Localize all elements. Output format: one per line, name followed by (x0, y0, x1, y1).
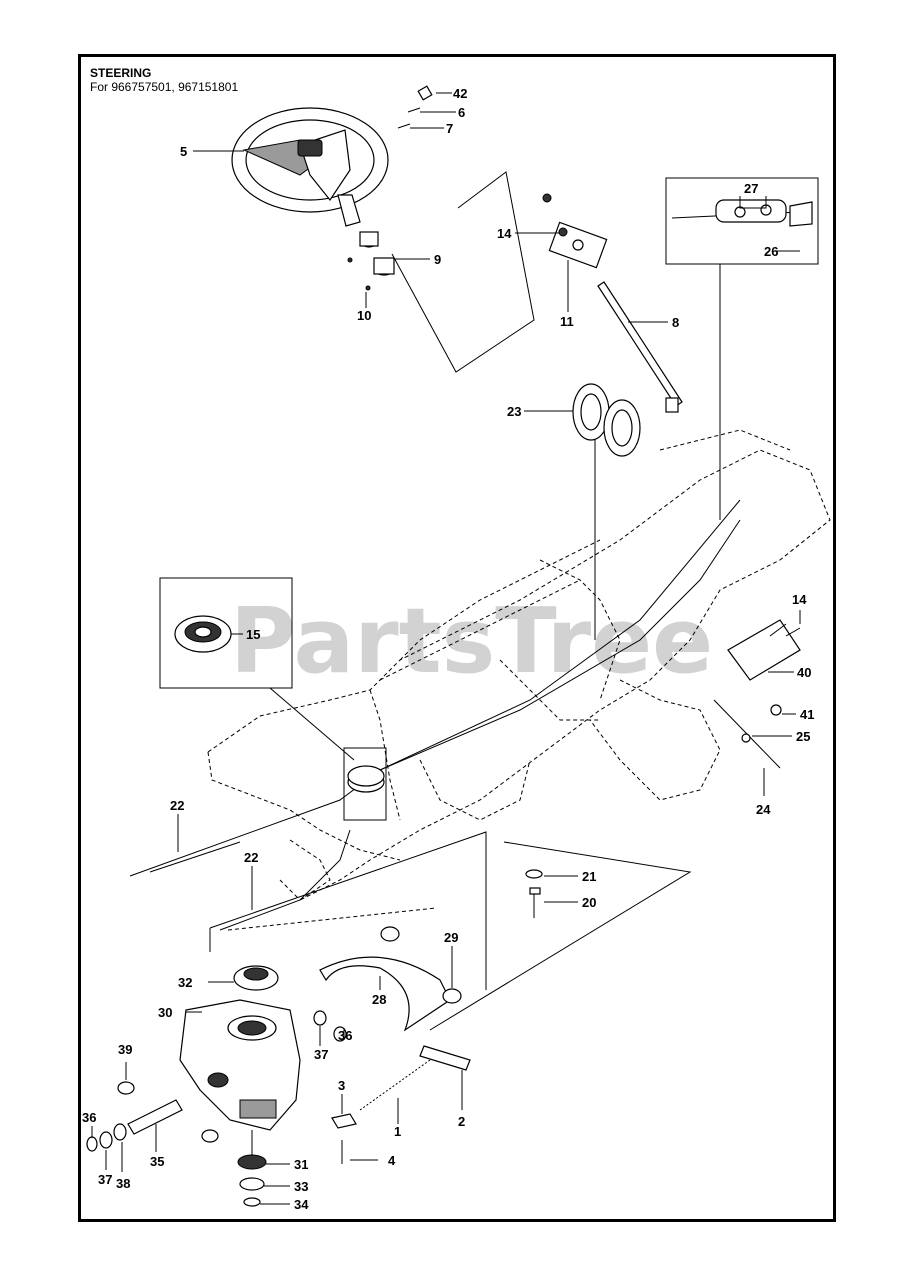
callout-8: 8 (672, 315, 679, 330)
callout-36-upper: 36 (338, 1028, 352, 1043)
callout-42: 42 (453, 86, 467, 101)
callout-6: 6 (458, 105, 465, 120)
pulley-pair-23 (572, 383, 641, 457)
callout-35: 35 (150, 1154, 164, 1169)
callout-22-upper: 22 (170, 798, 184, 813)
callout-23: 23 (507, 404, 521, 419)
callout-2: 2 (458, 1114, 465, 1129)
callout-7: 7 (446, 121, 453, 136)
callout-11: 11 (560, 314, 574, 329)
steering-wheel (231, 107, 389, 227)
spring-1 (359, 1059, 431, 1111)
diagram-title: STEERING (90, 66, 152, 80)
callout-21: 21 (582, 869, 596, 884)
callout-37-lower: 37 (98, 1172, 112, 1187)
pin-10 (365, 285, 371, 291)
callout-4: 4 (388, 1153, 396, 1168)
callout-41: 41 (800, 707, 814, 722)
callout-38: 38 (116, 1176, 130, 1191)
callout-28: 28 (372, 992, 386, 1007)
bracket-40 (727, 619, 801, 681)
pin (347, 257, 353, 263)
callout-27: 27 (744, 181, 758, 196)
callout-15: 15 (246, 627, 260, 642)
callout-5: 5 (180, 144, 187, 159)
callout-40: 40 (797, 665, 811, 680)
callout-29: 29 (444, 930, 458, 945)
callout-22-lower: 22 (244, 850, 258, 865)
callout-25: 25 (796, 729, 810, 744)
shaft-35 (127, 1099, 183, 1135)
plate-2 (419, 1045, 471, 1071)
callout-14-upper: 14 (497, 226, 512, 241)
callout-32: 32 (178, 975, 192, 990)
frame-outline (207, 429, 831, 901)
watermark: PartsTree (230, 589, 713, 694)
diagram-frame (78, 54, 836, 1222)
callout-20: 20 (582, 895, 596, 910)
callout-33: 33 (294, 1179, 308, 1194)
callout-37-upper: 37 (314, 1047, 328, 1062)
shaft-8 (597, 281, 683, 407)
callout-1: 1 (394, 1124, 401, 1139)
callout-10: 10 (357, 308, 371, 323)
sector-28 (319, 956, 451, 1032)
callout-26: 26 (764, 244, 778, 259)
detail-box-15 (159, 577, 293, 689)
callout-24: 24 (756, 802, 771, 817)
callout-39: 39 (118, 1042, 132, 1057)
diagram-subtitle: For 966757501, 967151801 (90, 80, 239, 94)
callout-36-lower: 36 (82, 1110, 96, 1125)
bolt-42 (417, 85, 433, 101)
callout-14-lower: 14 (792, 592, 807, 607)
callout-3: 3 (338, 1078, 345, 1093)
callout-34: 34 (294, 1197, 309, 1212)
callout-31: 31 (294, 1157, 308, 1172)
callout-30: 30 (158, 1005, 172, 1020)
detail-box-chain (665, 177, 819, 265)
leader-lines (91, 92, 801, 1205)
callout-9: 9 (434, 252, 441, 267)
